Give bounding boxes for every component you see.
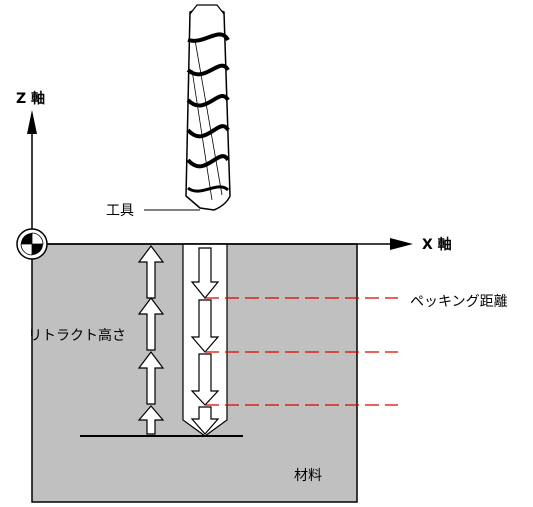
material-label: 材料: [294, 468, 322, 484]
retract-height-label: リトラクト高さ: [28, 327, 126, 344]
peck-down-arrow-2: [190, 299, 220, 353]
retract-up-arrow-1: [137, 245, 165, 299]
tool-label: 工具: [106, 203, 134, 219]
x-axis-label: X 軸: [422, 236, 452, 253]
pecking-arrows: [190, 247, 220, 435]
pecking-depth-lines: [205, 297, 398, 406]
z-axis-label: Z 軸: [16, 90, 45, 107]
retract-up-arrow-2: [137, 297, 165, 351]
origin-symbol: [16, 228, 48, 260]
peck-down-arrow-1: [190, 247, 220, 299]
x-axis-arrowhead: [390, 238, 413, 250]
peck-down-arrow-4: [190, 406, 220, 435]
retract-up-arrow-3: [137, 351, 165, 405]
peck-down-arrow-3: [190, 353, 220, 406]
pecking-distance-label: ペッキング距離: [410, 293, 508, 310]
retract-arrows: [137, 245, 165, 435]
retract-up-arrow-4: [137, 405, 165, 435]
z-axis-arrowhead: [27, 110, 37, 134]
drill-tool: [185, 4, 231, 211]
